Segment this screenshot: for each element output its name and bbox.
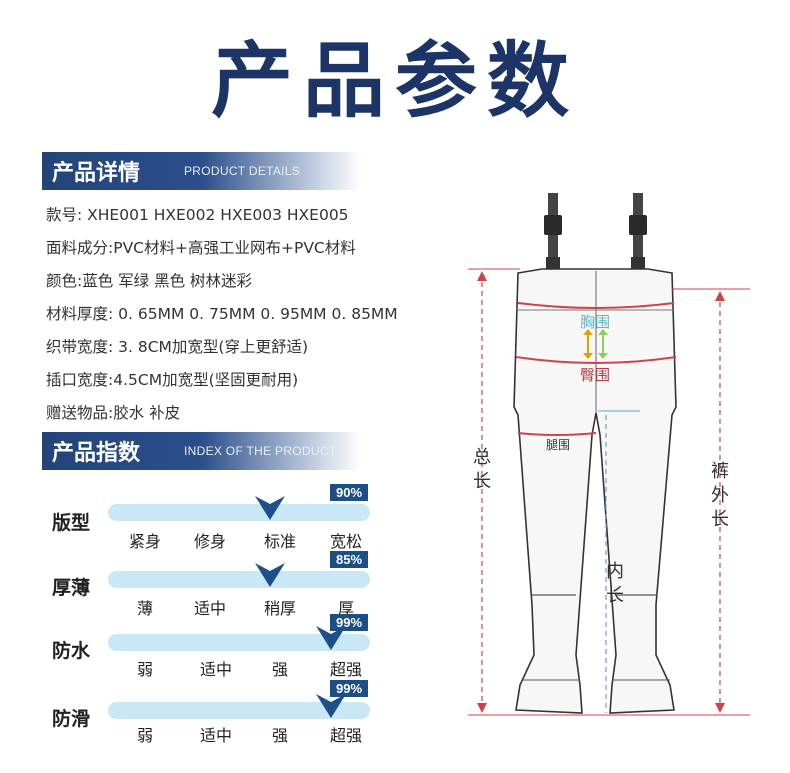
down-triangle-marker-icon bbox=[315, 626, 346, 650]
page-title: 产品参数 bbox=[210, 34, 579, 129]
thigh-label: 腿围 bbox=[546, 438, 570, 452]
index-label: 宽松 bbox=[329, 532, 363, 551]
index-name: 厚薄 bbox=[52, 577, 91, 599]
inseam-label: 内 长 bbox=[606, 561, 630, 606]
details-header-zh: 产品详情 bbox=[52, 161, 141, 186]
total-length-measure: 总 长 bbox=[468, 268, 750, 716]
detail-gifts: 赠送物品:胶水 补皮 bbox=[46, 404, 181, 422]
index-name: 防滑 bbox=[52, 708, 91, 730]
index-label: 超强 bbox=[329, 726, 363, 745]
shoulder-straps bbox=[544, 193, 647, 271]
total-length-label: 总 长 bbox=[473, 447, 497, 492]
detail-strap-width: 织带宽度: 3. 8CM加宽型(穿上更舒适) bbox=[46, 338, 309, 356]
wader-diagram: 胸围 臀围 腿围 总 长 裤 外 长 bbox=[468, 193, 750, 716]
index-bar bbox=[108, 634, 370, 651]
index-label: 强 bbox=[271, 660, 289, 679]
thigh-measure: 腿围 bbox=[517, 432, 597, 452]
double-arrow-icon bbox=[583, 329, 608, 359]
index-name: 版型 bbox=[52, 512, 91, 534]
index-label: 超强 bbox=[329, 660, 363, 679]
index-row-thickness: 厚薄 85% 薄 适中 稍厚 厚 bbox=[0, 551, 400, 631]
total-length-char-2: 长 bbox=[473, 471, 491, 492]
outer-length-char-3: 长 bbox=[711, 509, 729, 530]
inseam-measure: 内 长 bbox=[598, 410, 640, 713]
down-triangle-marker-icon bbox=[255, 563, 286, 587]
chest-measure: 胸围 bbox=[517, 302, 675, 331]
detail-fabric: 面料成分:PVC材料+高强工业网布+PVC材料 bbox=[46, 239, 356, 257]
index-bar bbox=[108, 571, 370, 588]
total-length-char-1: 总 bbox=[473, 447, 491, 468]
index-name: 防水 bbox=[52, 640, 91, 662]
hip-label: 臀围 bbox=[580, 366, 610, 384]
index-badge: 99% bbox=[330, 680, 368, 697]
index-label: 弱 bbox=[136, 726, 154, 745]
index-label: 弱 bbox=[136, 660, 154, 679]
index-label: 修身 bbox=[193, 532, 227, 551]
down-triangle-marker-icon bbox=[315, 694, 346, 718]
index-label: 适中 bbox=[193, 599, 227, 618]
outer-length-measure: 裤 外 长 bbox=[672, 288, 750, 713]
index-header: 产品指数 INDEX OF THE PRODUCT bbox=[42, 432, 362, 470]
chest-label: 胸围 bbox=[580, 313, 610, 331]
index-badge: 85% bbox=[330, 551, 368, 568]
index-label: 厚 bbox=[337, 599, 355, 618]
index-label: 适中 bbox=[199, 660, 233, 679]
index-label: 适中 bbox=[199, 726, 233, 745]
index-row-antislip: 防滑 99% 弱 适中 强 超强 bbox=[0, 680, 400, 760]
index-label: 稍厚 bbox=[263, 599, 297, 618]
detail-color: 颜色:蓝色 军绿 黑色 树林迷彩 bbox=[46, 272, 253, 290]
hip-measure: 臀围 bbox=[515, 356, 677, 384]
index-label: 标准 bbox=[263, 532, 297, 551]
detail-style-no: 款号: XHE001 HXE002 HXE003 HXE005 bbox=[46, 206, 349, 224]
index-header-en: INDEX OF THE PRODUCT bbox=[184, 444, 337, 458]
details-header-en: PRODUCT DETAILS bbox=[184, 164, 301, 178]
index-badge: 99% bbox=[330, 614, 368, 631]
outer-length-char-2: 外 bbox=[711, 485, 729, 506]
wader-body-outline bbox=[513, 268, 677, 714]
index-label: 紧身 bbox=[128, 532, 162, 551]
index-bar bbox=[108, 702, 370, 719]
details-header: 产品详情 PRODUCT DETAILS bbox=[42, 152, 362, 190]
index-row-waterproof: 防水 99% 弱 适中 强 超强 bbox=[0, 614, 400, 694]
index-label: 薄 bbox=[136, 599, 154, 618]
detail-thickness: 材料厚度: 0. 65MM 0. 75MM 0. 95MM 0. 85MM bbox=[46, 305, 398, 323]
index-bar bbox=[108, 504, 370, 521]
inseam-char-1: 内 bbox=[606, 561, 624, 582]
outer-length-label: 裤 外 长 bbox=[711, 461, 735, 530]
down-triangle-marker-icon bbox=[255, 496, 286, 520]
index-header-zh: 产品指数 bbox=[52, 441, 141, 466]
index-badge: 90% bbox=[330, 484, 368, 501]
outer-length-char-1: 裤 bbox=[711, 461, 729, 482]
detail-buckle-width: 插口宽度:4.5CM加宽型(坚固更耐用) bbox=[46, 371, 299, 389]
index-label: 强 bbox=[271, 726, 289, 745]
index-row-fit: 版型 90% 紧身 修身 标准 宽松 bbox=[0, 482, 400, 562]
inseam-char-2: 长 bbox=[606, 585, 624, 606]
